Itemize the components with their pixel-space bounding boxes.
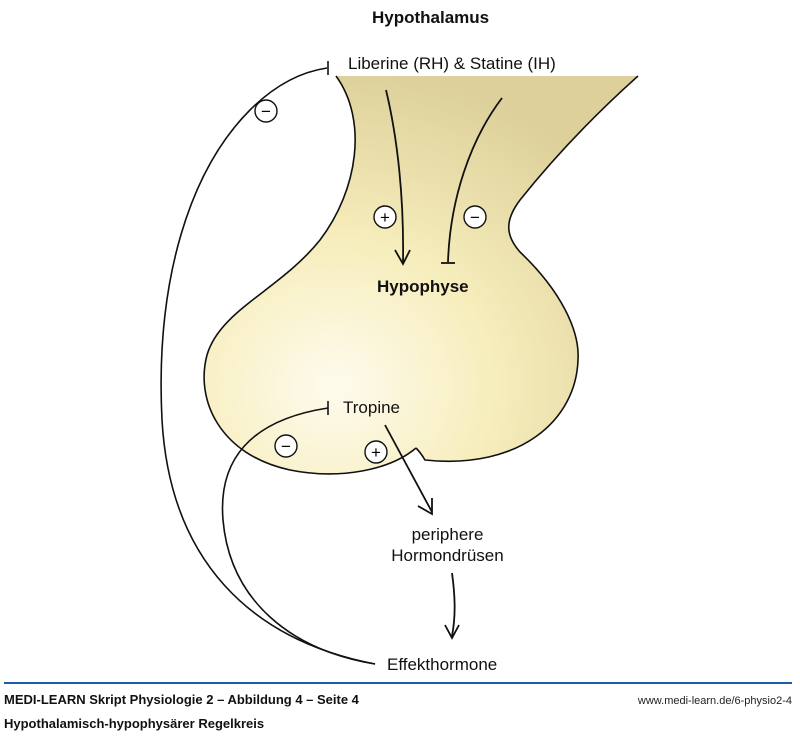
peripheral-glands-line2: Hormondrüsen [391,546,504,565]
long-feedback-loop [160,67,376,665]
tropine-arrowhead [417,498,433,516]
releasing-hormones-label: Liberine (RH) & Statine (IH) [348,54,556,73]
minus-sign-ih: − [463,205,487,229]
plus-sign-tropine: + [364,440,388,464]
pituitary-outline-right [415,75,639,462]
peripheral-glands-line1: periphere [411,525,484,544]
plus-sign-rh: + [373,205,397,229]
minus-sign-long-loop: − [254,99,278,123]
hypothalamus-title: Hypothalamus [372,8,490,27]
svg-text:−: − [281,437,291,456]
footer-rule [4,682,792,684]
effector-hormones-label: Effekthormone [387,655,498,674]
gland-arrowhead [444,624,460,640]
tropine-arrow [384,424,433,513]
footer-caption: Hypothalamisch-hypophysärer Regelkreis [4,716,265,731]
svg-text:+: + [380,208,390,227]
footer-url[interactable]: www.medi-learn.de/6-physio2-4 [637,695,792,707]
rh-stimulation-arrow [385,89,405,263]
footer-source: MEDI-LEARN Skript Physiologie 2 – Abbild… [4,692,359,707]
peripheral-glands-label: periphere Hormondrüsen [385,524,510,566]
svg-text:−: − [470,208,480,227]
pituitary-outline-left [203,75,417,475]
ih-inhibition-line [447,97,503,263]
tropic-hormones-label: Tropine [343,398,401,417]
regelkreis-diagram: − + − − + [160,61,639,665]
svg-text:−: − [261,102,271,121]
short-feedback-loop [221,407,376,665]
gland-arrow [451,572,456,637]
svg-text:+: + [371,443,381,462]
pituitary-shape [204,76,638,474]
minus-sign-short-loop: − [274,434,298,458]
pituitary-label: Hypophyse [377,277,469,296]
rh-arrowhead [394,249,411,266]
